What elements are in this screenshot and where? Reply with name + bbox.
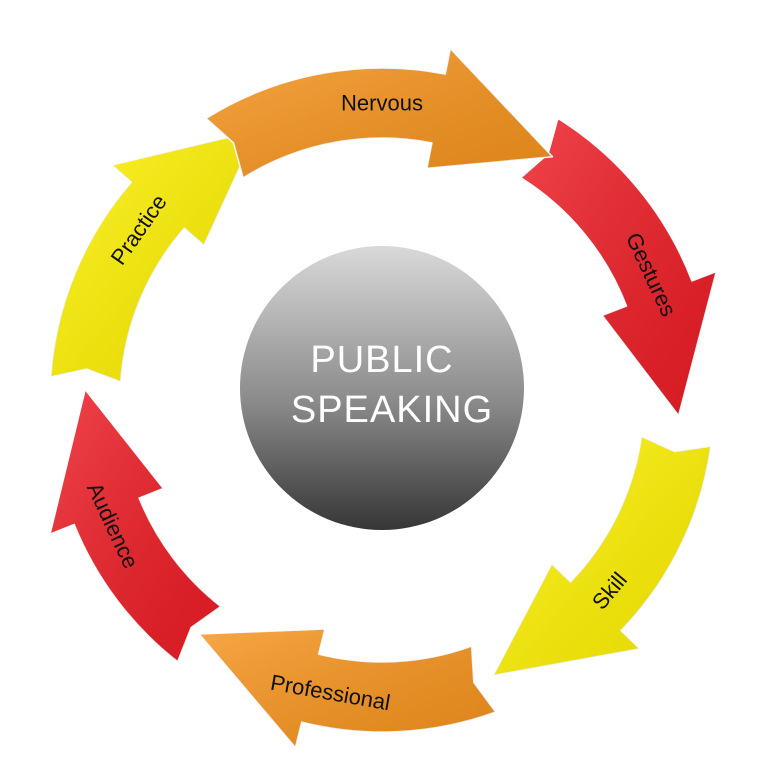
center-title-line2: SPEAKING <box>291 389 493 431</box>
cycle-ring: NervousGesturesSkillProfessionalAudience… <box>49 47 717 749</box>
center-circle: PUBLIC SPEAKING <box>240 246 524 530</box>
arrow-shading <box>520 118 717 416</box>
arrow-shading <box>50 389 221 662</box>
center-title-line1: PUBLIC <box>310 339 453 381</box>
center-disc <box>240 246 524 530</box>
arrow-shading <box>199 629 496 748</box>
arrow-shading <box>206 48 553 178</box>
arrow-shading <box>50 130 257 382</box>
arrow-shading <box>493 436 711 676</box>
segment-label-nervous: Nervous <box>341 91 423 116</box>
